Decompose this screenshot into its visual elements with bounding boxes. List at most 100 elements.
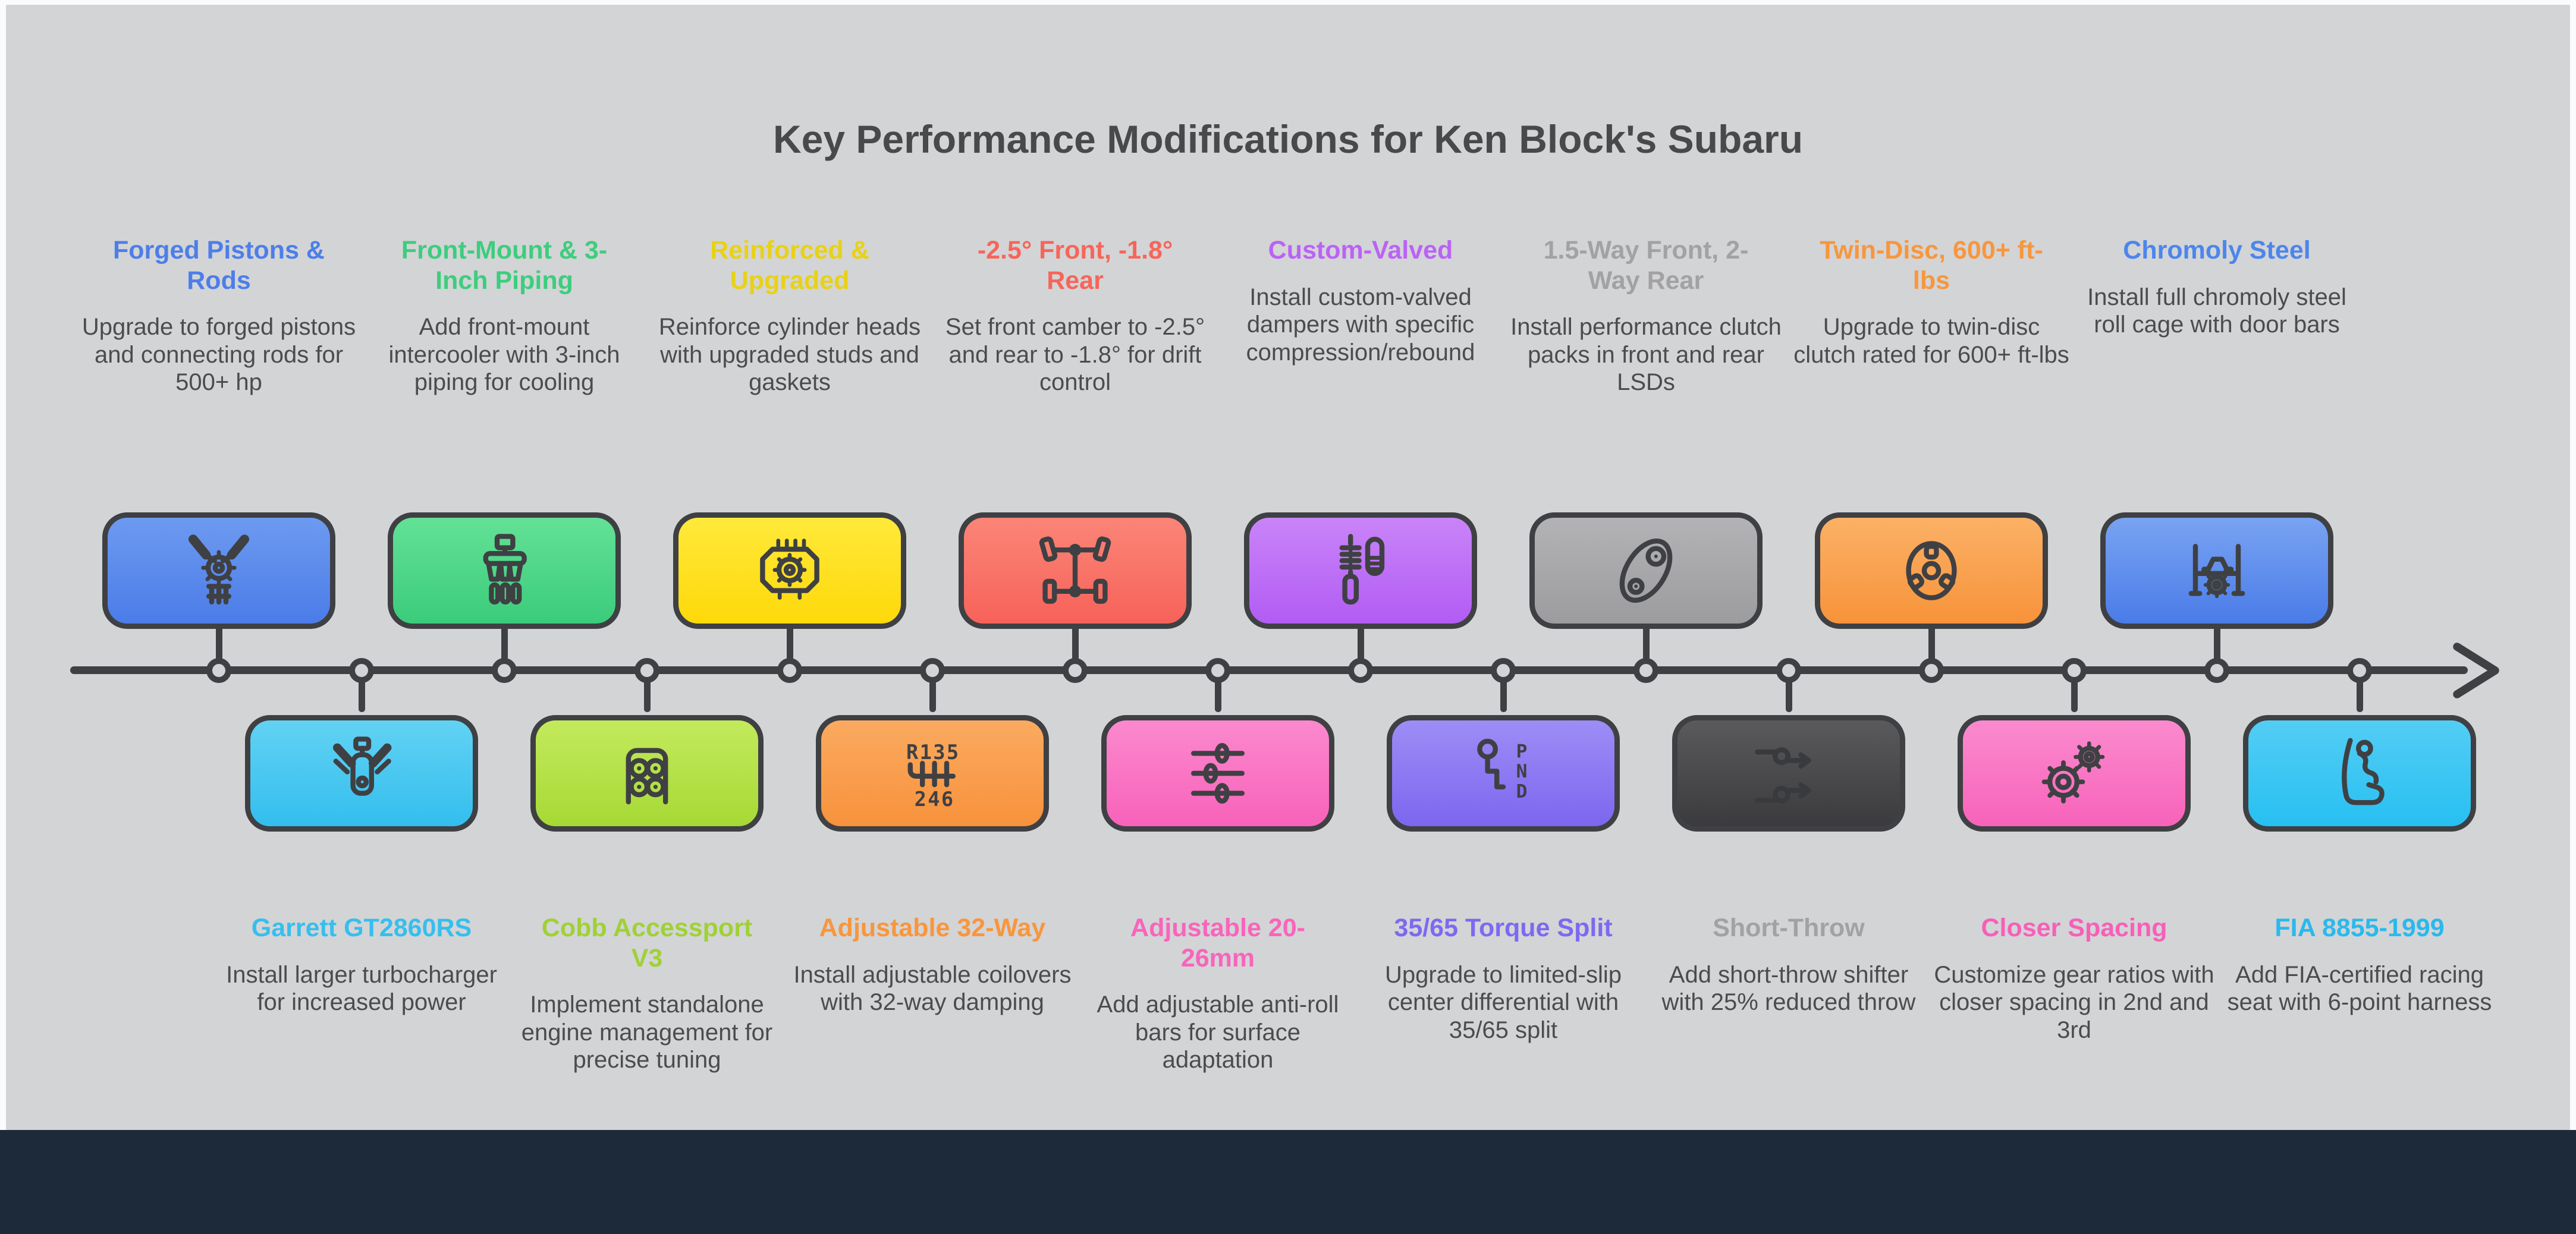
page-title: Key Performance Modifications for Ken Bl… (772, 117, 1804, 161)
item-icon-box (1244, 512, 1477, 629)
item-description: Add adjustable anti-roll bars for surfac… (1097, 991, 1339, 1074)
item-heading: Garrett GT2860RS (251, 914, 472, 942)
timeline-node (2347, 658, 2372, 683)
item-description: Customize gear ratios with closer spacin… (1934, 961, 2214, 1043)
item-label: Forged Pistons & Rods Upgrade to forged … (70, 235, 367, 396)
axle-icon (1039, 536, 1111, 604)
connector-stem (216, 623, 222, 661)
item-heading: Cobb Accessport V3 (541, 914, 753, 972)
item-description: Add FIA-certified racing seat with 6-poi… (2227, 961, 2492, 1016)
item-description: Upgrade to forged pistons and connecting… (81, 314, 356, 396)
item-label: 1.5-Way Front, 2-Way Rear Install perfor… (1497, 235, 1795, 396)
clutch-disc-icon (1906, 541, 1957, 600)
svg-text:N: N (1516, 761, 1528, 782)
item-label: 35/65 Torque Split Upgrade to limited-sl… (1355, 913, 1652, 1044)
roll-cage-icon (2188, 544, 2245, 599)
timeline-node (634, 658, 659, 683)
svg-text:D: D (1516, 781, 1528, 802)
item-description: Install custom-valved dampers with speci… (1246, 284, 1475, 366)
item-icon-box (1101, 715, 1334, 832)
connector-stem (1643, 623, 1650, 661)
item-description: Reinforce cylinder heads with upgraded s… (658, 314, 921, 396)
connector-stem (787, 623, 793, 661)
item-icon-box (245, 715, 478, 832)
item-heading: 1.5-Way Front, 2-Way Rear (1543, 236, 1749, 295)
connector-stem (644, 674, 651, 712)
intercooler-icon (483, 534, 527, 605)
svg-text:P: P (1516, 741, 1528, 763)
turbo-icon (333, 736, 392, 796)
item-label: Short-Throw Add short-throw shifter with… (1640, 913, 1937, 1016)
connector-stem (1072, 623, 1079, 661)
item-description: Set front camber to -2.5° and rear to -1… (945, 314, 1205, 396)
item-label: Garrett GT2860RS Install larger turbocha… (213, 913, 510, 1016)
item-label: -2.5° Front, -1.8° Rear Set front camber… (926, 235, 1224, 396)
item-description: Install performance clutch packs in fron… (1510, 314, 1782, 396)
item-heading: Closer Spacing (1981, 914, 2167, 942)
connector-stem (2214, 623, 2220, 661)
item-label: Closer Spacing Customize gear ratios wit… (1925, 913, 2223, 1044)
item-description: Install full chromoly steel roll cage wi… (2087, 284, 2346, 338)
connector-stem (2357, 674, 2363, 712)
item-label: Adjustable 20-26mm Add adjustable anti-r… (1069, 913, 1366, 1074)
item-icon-box (530, 715, 764, 832)
timeline-node (1633, 658, 1658, 683)
timeline-node (349, 658, 374, 683)
item-icon-box (1815, 512, 2048, 629)
timing-chain-icon (1619, 538, 1673, 603)
ecu-icon (626, 748, 668, 805)
item-description: Add front-mount intercooler with 3-inch … (388, 314, 620, 396)
connector-stem (1786, 674, 1792, 712)
connector-stem (1500, 674, 1507, 712)
racing-seat-icon (2342, 738, 2385, 805)
item-icon-box (1672, 715, 1905, 832)
item-heading: Short-Throw (1713, 914, 1865, 942)
timeline-node (777, 658, 802, 683)
damper-icon (1339, 534, 1385, 605)
item-heading: 35/65 Torque Split (1394, 914, 1613, 942)
item-icon-box (673, 512, 906, 629)
connector-stem (1215, 674, 1221, 712)
item-heading: Custom-Valved (1268, 236, 1453, 265)
item-description: Add short-throw shifter with 25% reduced… (1661, 961, 1916, 1016)
timeline-axis (70, 666, 2468, 674)
connector-stem (929, 674, 936, 712)
v-engine-icon (189, 534, 249, 605)
item-icon-box (959, 512, 1192, 629)
item-description: Install larger turbocharger for increase… (226, 961, 497, 1016)
timeline-node (1205, 658, 1230, 683)
item-description: Upgrade to twin-disc clutch rated for 60… (1793, 314, 2069, 368)
item-label: Reinforced & Upgraded Reinforce cylinder… (641, 235, 938, 396)
gears-icon (2041, 741, 2105, 804)
timeline-node (2204, 658, 2229, 683)
item-icon-box (1529, 512, 1763, 629)
svg-text:246: 246 (915, 788, 955, 811)
item-heading: Front-Mount & 3-Inch Piping (401, 236, 608, 295)
item-label: FIA 8855-1999 Add FIA-certified racing s… (2211, 913, 2508, 1016)
item-label: Adjustable 32-Way Install adjustable coi… (784, 913, 1081, 1016)
footer-band (0, 1130, 2576, 1234)
timeline-node (1063, 658, 1088, 683)
item-icon-box (388, 512, 621, 629)
item-description: Install adjustable coilovers with 32-way… (793, 961, 1072, 1016)
item-label: Front-Mount & 3-Inch Piping Add front-mo… (356, 235, 653, 396)
item-heading: Forged Pistons & Rods (113, 236, 325, 295)
item-label: Chromoly Steel Install full chromoly ste… (2068, 235, 2365, 339)
timeline-node (1491, 658, 1516, 683)
timeline-node (1776, 658, 1801, 683)
connector-stem (2071, 674, 2078, 712)
item-heading: -2.5° Front, -1.8° Rear (977, 236, 1173, 295)
item-description: Upgrade to limited-slip center different… (1385, 961, 1622, 1043)
item-icon-box (2100, 512, 2333, 629)
item-description: Implement standalone engine management f… (521, 991, 773, 1074)
item-label: Custom-Valved Install custom-valved damp… (1212, 235, 1509, 366)
item-heading: Adjustable 32-Way (819, 914, 1046, 942)
engine-block-icon (760, 539, 819, 600)
connector-stem (1358, 623, 1364, 661)
short-shifter-icon (1755, 747, 1811, 804)
timeline-node (920, 658, 945, 683)
item-icon-box (2243, 715, 2476, 832)
